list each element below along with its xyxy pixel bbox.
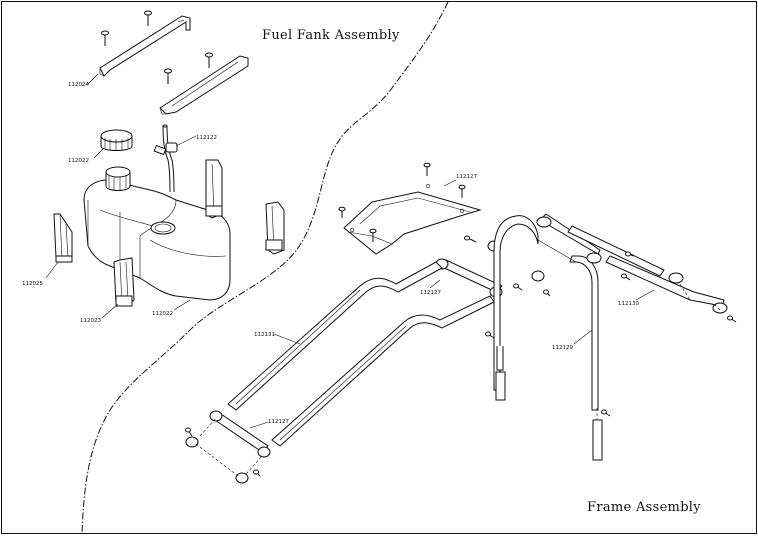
part-number-label: 112023 xyxy=(80,318,101,324)
screw-icon xyxy=(369,228,377,242)
part-number-label: 112127 xyxy=(456,174,477,180)
screw-icon xyxy=(205,52,213,68)
screw-icon xyxy=(423,162,431,176)
cover-plate xyxy=(338,162,482,255)
tank-clamp-far xyxy=(265,201,285,255)
tank-clamp-left xyxy=(53,213,73,263)
screw-icon xyxy=(101,30,109,46)
part-number-label: 112025 xyxy=(22,281,43,287)
fuel-line xyxy=(153,124,178,193)
handle-bar-left xyxy=(227,261,443,411)
tank-bracket-lower xyxy=(159,52,249,115)
assembly-separator-line xyxy=(81,1,449,535)
screw-icon xyxy=(601,409,611,417)
tank-bracket-upper xyxy=(99,10,191,77)
screw-icon xyxy=(338,206,346,218)
screw-icon xyxy=(185,427,193,437)
cross-link-upper xyxy=(435,235,551,298)
part-number-label: 112129 xyxy=(552,345,573,351)
part-number-label: 112127 xyxy=(268,419,289,425)
tank-clamp-mid xyxy=(113,257,135,307)
frame-assembly-title: Frame Assembly xyxy=(587,500,701,515)
fuel-tank-assembly-title: Fuel Fank Assembly xyxy=(262,28,400,43)
part-number-label: 112127 xyxy=(420,290,441,296)
fuel-cap xyxy=(100,129,133,151)
screw-icon xyxy=(727,315,737,323)
part-number-label: 112122 xyxy=(196,135,217,141)
part-number-label: 112024 xyxy=(68,82,89,88)
u-frame xyxy=(485,215,611,461)
handle-bar-right xyxy=(271,295,495,447)
screw-icon xyxy=(458,184,466,198)
part-number-label: 112022 xyxy=(152,311,173,317)
part-number-label: 112131 xyxy=(254,332,275,338)
cross-link-lower xyxy=(185,410,271,484)
screw-icon xyxy=(144,10,152,26)
upper-tube-pair xyxy=(536,213,737,323)
screw-icon xyxy=(253,469,261,477)
part-number-label: 112022 xyxy=(68,158,89,164)
screw-icon xyxy=(464,235,477,243)
tank-clamp-right xyxy=(205,159,223,219)
screw-icon xyxy=(625,251,635,257)
screw-icon xyxy=(621,273,631,281)
screw-icon xyxy=(164,68,172,84)
screw-icon xyxy=(513,283,523,291)
screw-icon xyxy=(543,289,551,297)
part-number-label: 112130 xyxy=(618,301,639,307)
screw-icon xyxy=(485,331,495,339)
